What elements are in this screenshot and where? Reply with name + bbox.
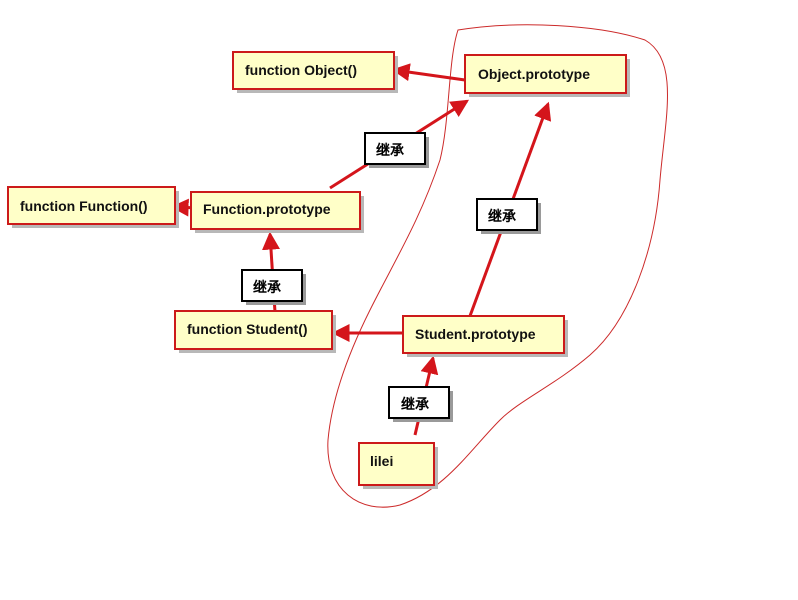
tag-inherit-function-prototype-label: 继承: [376, 142, 404, 159]
tag-inherit-function-student: 继承: [241, 269, 306, 305]
node-function-prototype-label: Function.prototype: [203, 201, 331, 217]
edge-object-prototype-to-function-object: [391, 63, 466, 82]
tag-inherit-function-prototype: 继承: [364, 132, 429, 168]
tag-inherit-lilei-label: 继承: [401, 396, 429, 413]
node-object-prototype-label: Object.prototype: [478, 66, 590, 82]
tag-inherit-lilei: 继承: [388, 386, 453, 422]
node-function-function-label: function Function(): [20, 198, 148, 214]
node-object-prototype: Object.prototype: [464, 54, 630, 97]
node-lilei: lilei: [358, 442, 438, 489]
node-function-function: function Function(): [7, 186, 179, 228]
tag-inherit-function-student-label: 继承: [253, 279, 281, 296]
node-function-object: function Object(): [232, 51, 398, 93]
tag-inherit-student-prototype-object: 继承: [476, 198, 541, 234]
node-function-student-label: function Student(): [187, 321, 308, 337]
node-lilei-label: lilei: [370, 453, 393, 469]
node-function-student: function Student(): [174, 310, 336, 353]
node-function-object-label: function Object(): [245, 62, 357, 78]
highlight-outline: [327, 24, 668, 508]
tag-inherit-student-prototype-object-label: 继承: [488, 208, 516, 225]
node-student-prototype-label: Student.prototype: [415, 326, 536, 342]
node-function-prototype: Function.prototype: [190, 191, 364, 233]
node-student-prototype: Student.prototype: [402, 315, 568, 357]
